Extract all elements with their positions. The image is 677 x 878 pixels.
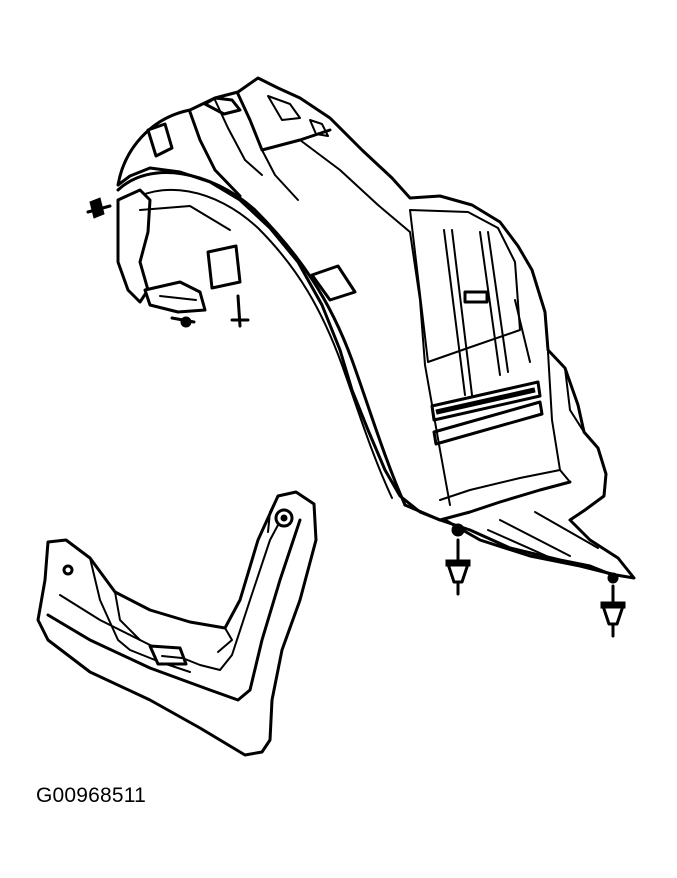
- wheel-arch-inner-edge: [123, 188, 393, 499]
- apron-lower: [439, 469, 561, 501]
- mud-flap-clip: [148, 644, 188, 666]
- bracket-inner: [139, 205, 231, 231]
- panel-edge: [299, 139, 451, 506]
- mount-tab: [206, 244, 242, 290]
- vent-slot-2: [432, 400, 544, 446]
- apron-edge: [403, 480, 572, 522]
- rib-v2: [451, 229, 473, 396]
- push-clip-right: [600, 572, 626, 638]
- small-slot: [463, 290, 489, 304]
- rib-v4: [487, 231, 509, 373]
- vent-slot-1-fill: [435, 387, 536, 415]
- wheel-arch-edge: [116, 171, 407, 507]
- rib-v5: [514, 299, 531, 363]
- mud-flap-clip-line: [161, 655, 183, 659]
- fasteners: [86, 197, 626, 638]
- mud-flap-hole: [62, 564, 74, 576]
- figure-id-label: G00968511: [36, 784, 147, 807]
- lower-flap: [443, 518, 614, 576]
- fender-liner: [116, 76, 636, 580]
- rib-v1: [443, 229, 466, 396]
- front-bracket: [116, 188, 152, 304]
- screw-lower-left: [170, 316, 196, 328]
- mount-foot-line: [159, 295, 197, 301]
- mud-flap: [36, 490, 318, 757]
- flap-slot-1: [499, 519, 571, 557]
- upper-notch: [267, 95, 301, 121]
- upper-step-2: [261, 149, 299, 201]
- top-rib: [188, 110, 242, 198]
- apron-side: [564, 367, 585, 433]
- apron-fold: [547, 351, 571, 483]
- fender-liner-outline: [116, 76, 636, 580]
- mud-flap-rib: [217, 627, 233, 653]
- rib-v3: [479, 231, 501, 376]
- mud-flap-upper-hole: [280, 514, 288, 522]
- mud-flap-corner: [267, 495, 279, 533]
- mud-flap-ledge-2: [114, 591, 141, 641]
- mud-flap-outline: [36, 490, 318, 757]
- side-tab: [146, 122, 174, 158]
- flap-slot-3: [487, 529, 561, 563]
- vent-slot-1: [430, 380, 542, 422]
- upper-notch-2: [309, 119, 329, 137]
- upper-tab: [203, 96, 242, 116]
- push-clip-left: [445, 523, 471, 596]
- screw-lower-mid: [230, 294, 250, 328]
- mud-flap-inner-rim-2: [59, 509, 287, 671]
- screw-left: [86, 197, 112, 219]
- mud-flap-inner-rim: [46, 518, 302, 702]
- mid-tab: [310, 264, 357, 302]
- panel-inner-box: [409, 209, 521, 363]
- flap-slot-2: [534, 511, 599, 549]
